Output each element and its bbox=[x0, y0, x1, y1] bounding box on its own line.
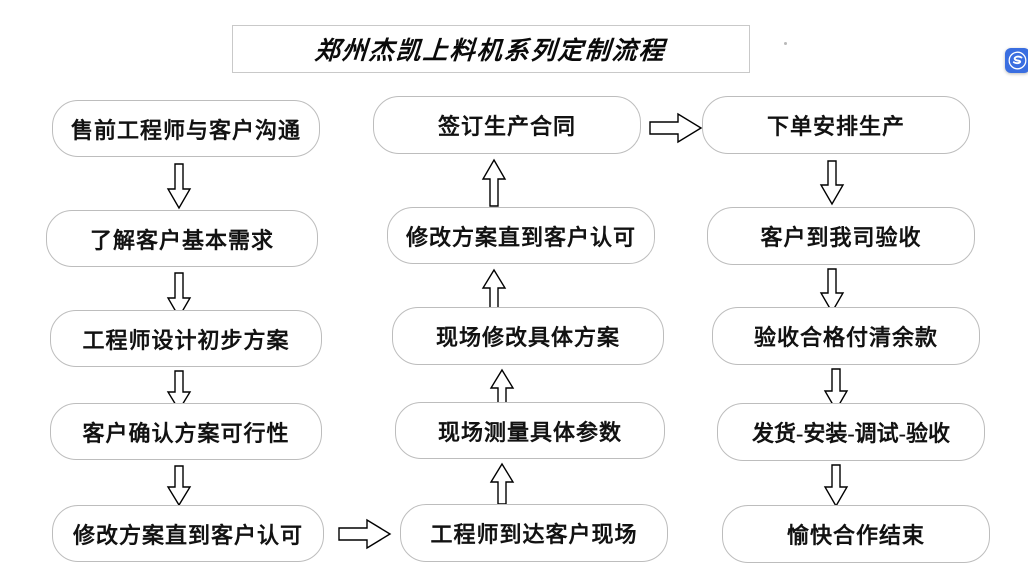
flow-node-c1-s4[interactable]: 客户确认方案可行性 bbox=[50, 403, 322, 460]
flow-node-c3-s5[interactable]: 愉快合作结束 bbox=[722, 505, 990, 563]
chart-title: 郑州杰凯上料机系列定制流程 bbox=[314, 38, 668, 65]
flow-node-c2-s3[interactable]: 现场修改具体方案 bbox=[392, 307, 664, 365]
arrow-up-c2-4 bbox=[488, 462, 516, 506]
flow-node-c1-s1[interactable]: 售前工程师与客户沟通 bbox=[52, 100, 320, 157]
flow-node-label: 了解客户基本需求 bbox=[89, 227, 274, 253]
flow-node-label: 工程师设计初步方案 bbox=[82, 327, 290, 353]
flow-node-c2-s5[interactable]: 工程师到达客户现场 bbox=[400, 504, 668, 562]
arrow-down-c1-4 bbox=[165, 465, 193, 507]
arrow-down-c3-2 bbox=[818, 268, 846, 314]
flow-node-label: 修改方案直到客户认可 bbox=[72, 522, 303, 548]
arrow-right-col1-to-col2 bbox=[337, 516, 393, 552]
flow-node-label: 客户到我司验收 bbox=[760, 225, 922, 250]
flow-node-label: 发货-安装-调试-验收 bbox=[752, 421, 950, 446]
flow-node-c3-s2[interactable]: 客户到我司验收 bbox=[707, 207, 975, 265]
arrow-down-c1-3 bbox=[165, 370, 193, 412]
flow-node-c2-s2[interactable]: 修改方案直到客户认可 bbox=[387, 207, 655, 264]
sogou-s-logo-icon[interactable] bbox=[1005, 48, 1028, 73]
flow-node-label: 愉快合作结束 bbox=[786, 523, 925, 548]
flow-node-label: 验收合格付清余款 bbox=[753, 325, 938, 350]
arrow-down-c3-1 bbox=[818, 160, 846, 206]
flow-node-c3-s3[interactable]: 验收合格付清余款 bbox=[712, 307, 980, 365]
flow-node-c3-s4[interactable]: 发货-安装-调试-验收 bbox=[717, 403, 985, 461]
arrow-down-c3-3 bbox=[822, 368, 850, 412]
flow-node-label: 修改方案直到客户认可 bbox=[405, 224, 636, 250]
chart-title-box: 郑州杰凯上料机系列定制流程 bbox=[232, 25, 750, 73]
arrow-right-col2-to-col3 bbox=[648, 110, 704, 146]
flow-node-c1-s3[interactable]: 工程师设计初步方案 bbox=[50, 310, 322, 367]
flow-node-label: 现场修改具体方案 bbox=[435, 325, 620, 350]
flow-node-c3-s1[interactable]: 下单安排生产 bbox=[702, 96, 970, 154]
flow-node-label: 下单安排生产 bbox=[766, 114, 905, 139]
arrow-down-c3-4 bbox=[822, 464, 850, 508]
flow-node-c1-s5[interactable]: 修改方案直到客户认可 bbox=[52, 505, 324, 562]
flow-node-label: 售前工程师与客户沟通 bbox=[70, 117, 301, 143]
stray-dot-mark bbox=[784, 42, 787, 45]
flow-node-label: 客户确认方案可行性 bbox=[82, 420, 290, 446]
flow-node-c2-s1[interactable]: 签订生产合同 bbox=[373, 96, 641, 154]
flow-node-label: 工程师到达客户现场 bbox=[430, 522, 638, 547]
arrow-down-c1-2 bbox=[165, 272, 193, 319]
flow-node-label: 现场测量具体参数 bbox=[437, 419, 622, 445]
flow-node-label: 签订生产合同 bbox=[437, 114, 576, 139]
flow-node-c2-s4[interactable]: 现场测量具体参数 bbox=[395, 402, 665, 459]
arrow-down-c1-1 bbox=[165, 163, 193, 210]
arrow-up-c2-1 bbox=[480, 158, 508, 208]
flow-node-c1-s2[interactable]: 了解客户基本需求 bbox=[46, 210, 318, 267]
